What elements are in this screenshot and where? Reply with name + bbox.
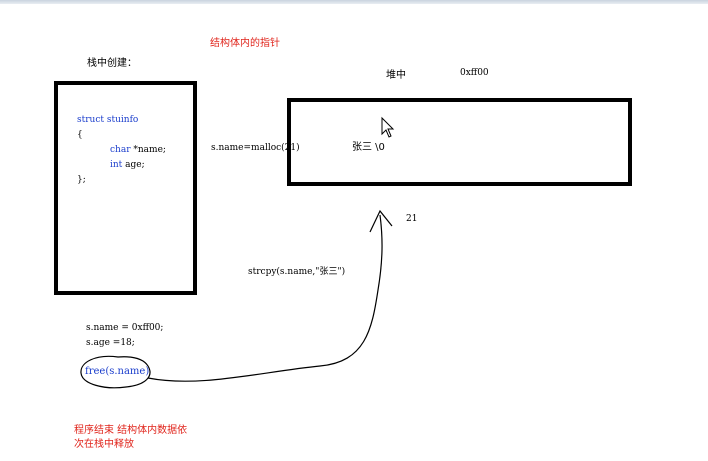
struct-field-name: char *name; — [77, 143, 166, 158]
malloc-call: s.name=malloc(21) — [211, 143, 300, 153]
int-type: int — [110, 160, 123, 170]
struct-keyword: struct — [77, 115, 104, 125]
struct-field-age: int age; — [77, 158, 166, 173]
stack-box — [54, 81, 197, 295]
age-field: age; — [125, 160, 145, 170]
heap-address: 0xff00 — [460, 68, 489, 78]
heap-value: 张三 \0 — [352, 142, 385, 153]
struct-definition: struct stuinfo { char *name; int age; }; — [77, 113, 166, 188]
heap-label: 堆中 — [386, 70, 406, 81]
struct-name: stuinfo — [106, 115, 139, 125]
bottom-note-line-1: 程序结束 结构体内数据依 — [74, 425, 188, 436]
free-call: free(s.name) — [85, 366, 150, 377]
strcpy-call: strcpy(s.name,"张三") — [248, 267, 346, 277]
bottom-note-line-2: 次在栈中释放 — [74, 439, 134, 450]
name-assignment: s.name = 0xff00; — [86, 323, 164, 333]
pointer-in-struct-title: 结构体内的指针 — [210, 38, 280, 49]
name-field: *name; — [133, 145, 166, 155]
arrow-up-icon — [369, 209, 393, 233]
stack-create-label: 栈中创建： — [87, 58, 137, 69]
close-brace: }; — [77, 175, 86, 185]
size-label: 21 — [406, 214, 418, 224]
free-to-heap-curve — [147, 214, 383, 382]
heap-box — [287, 98, 632, 186]
char-type: char — [110, 145, 131, 155]
top-border — [0, 0, 708, 4]
struct-line-1: struct stuinfo — [77, 113, 166, 128]
free-circle — [80, 355, 151, 389]
open-brace: { — [77, 130, 83, 140]
mouse-cursor-icon — [381, 116, 395, 138]
age-assignment: s.age =18; — [86, 338, 135, 348]
